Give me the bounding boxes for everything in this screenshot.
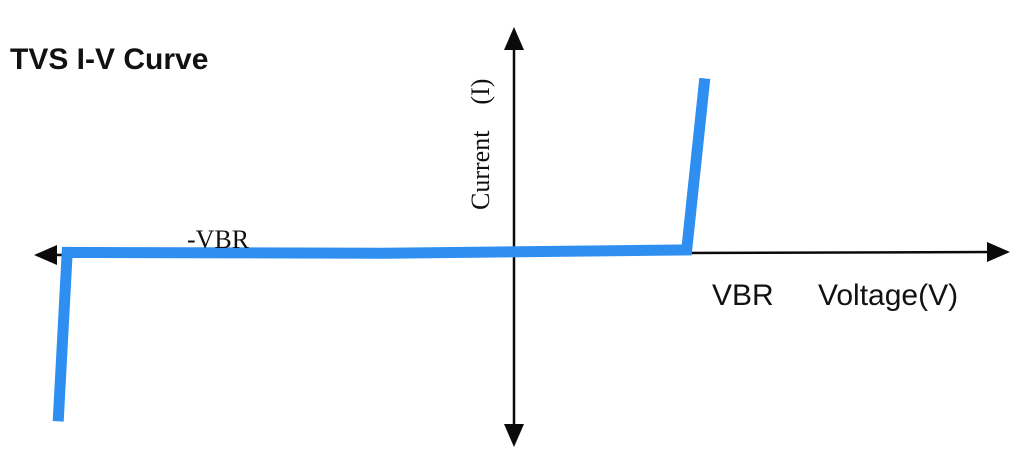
x-axis-right-arrow bbox=[987, 242, 1010, 262]
y-axis-label: Current (I) bbox=[466, 79, 495, 210]
x-axis-label: Voltage(V) bbox=[818, 279, 958, 312]
tick-label-positive-breakdown: VBR bbox=[712, 279, 774, 312]
chart-title: TVS I-V Curve bbox=[10, 43, 208, 76]
y-axis-bottom-arrow bbox=[504, 424, 524, 447]
x-axis-left-arrow bbox=[34, 245, 57, 265]
series-line-0 bbox=[52, 77, 711, 422]
y-axis-top-arrow bbox=[504, 27, 524, 50]
series-layer bbox=[52, 77, 711, 422]
tick-label-negative-breakdown: -VBR bbox=[187, 225, 250, 254]
axes bbox=[34, 27, 1010, 447]
